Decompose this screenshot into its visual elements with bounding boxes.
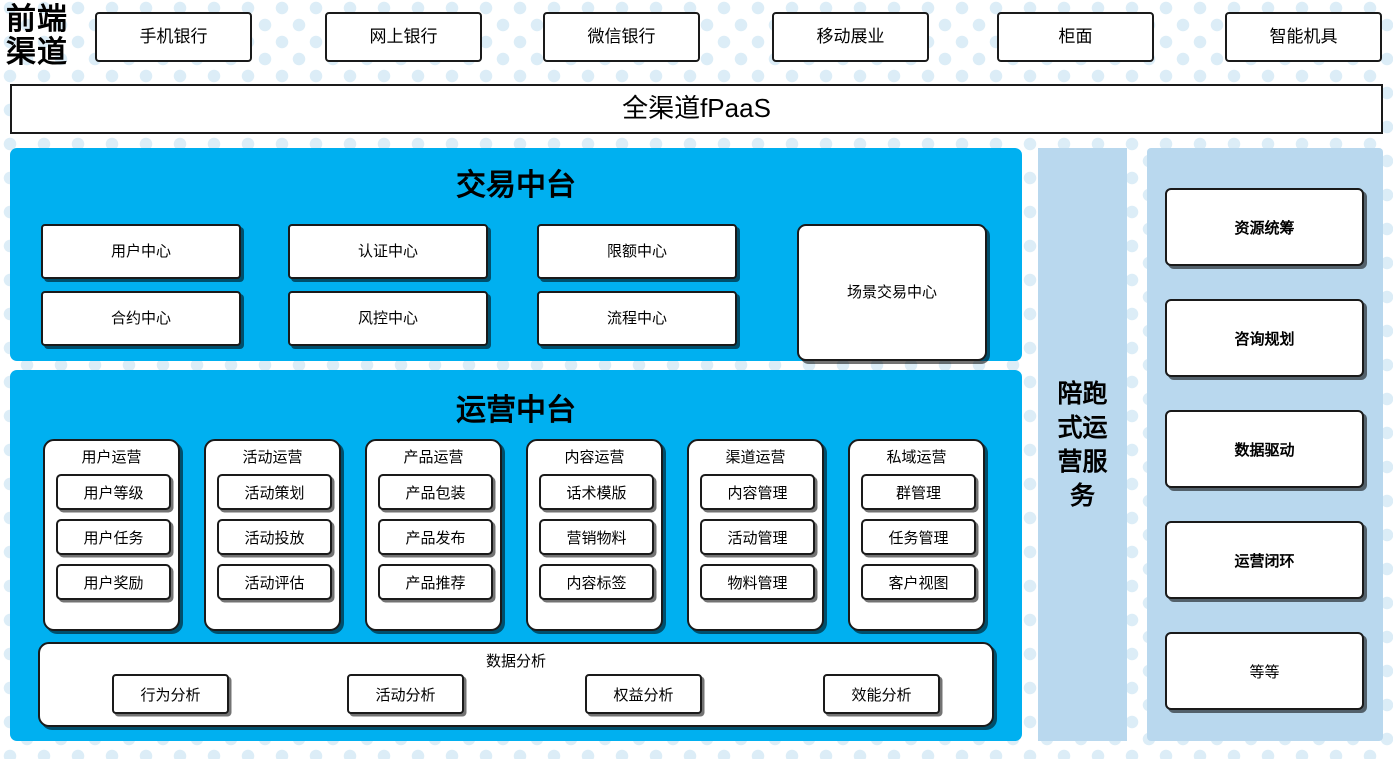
ops-item[interactable]: 话术模版 (539, 474, 654, 510)
ops-item[interactable]: 营销物料 (539, 519, 654, 555)
capability-panel: 资源统筹 咨询规划 数据驱动 运营闭环 等等 (1147, 148, 1383, 741)
channel-box-mobile-bank[interactable]: 手机银行 (95, 12, 252, 62)
trade-cell-process-center[interactable]: 流程中心 (537, 291, 737, 346)
ops-group-title: 活动运营 (242, 449, 303, 466)
service-column-label: 陪跑 式运 营服 务 (1057, 379, 1108, 510)
trade-cell-auth-center[interactable]: 认证中心 (288, 224, 488, 279)
channel-box-wechat-bank[interactable]: 微信银行 (543, 12, 700, 62)
ops-item[interactable]: 内容管理 (700, 474, 815, 510)
fpaas-banner: 全渠道fPaaS (10, 84, 1383, 134)
data-analysis-group: 数据分析 行为分析 活动分析 权益分析 效能分析 (38, 642, 994, 727)
ops-group-title: 用户运营 (81, 449, 142, 466)
capability-card-etc[interactable]: 等等 (1165, 632, 1364, 710)
ops-group-private-domain-operations: 私域运营 群管理 任务管理 客户视图 (848, 439, 985, 631)
trade-cell-scene-transaction-center[interactable]: 场景交易中心 (797, 224, 987, 361)
ops-group-user-operations: 用户运营 用户等级 用户任务 用户奖励 (43, 439, 180, 631)
ops-item[interactable]: 群管理 (861, 474, 976, 510)
ops-item[interactable]: 物料管理 (700, 564, 815, 600)
analysis-item-behavior[interactable]: 行为分析 (112, 674, 229, 714)
ops-group-channel-operations: 渠道运营 内容管理 活动管理 物料管理 (687, 439, 824, 631)
ops-group-title: 渠道运营 (725, 449, 786, 466)
trade-center-title: 交易中台 (456, 169, 576, 202)
capability-card-consulting-planning[interactable]: 咨询规划 (1165, 299, 1364, 377)
capability-card-resource-coordination[interactable]: 资源统筹 (1165, 188, 1364, 266)
channel-box-online-bank[interactable]: 网上银行 (325, 12, 482, 62)
ops-group-product-operations: 产品运营 产品包装 产品发布 产品推荐 (365, 439, 502, 631)
channel-box-mobile-biz[interactable]: 移动展业 (772, 12, 929, 62)
ops-item[interactable]: 客户视图 (861, 564, 976, 600)
ops-center-title: 运营中台 (456, 394, 576, 427)
ops-item[interactable]: 活动管理 (700, 519, 815, 555)
analysis-item-efficiency[interactable]: 效能分析 (823, 674, 940, 714)
ops-item[interactable]: 用户任务 (56, 519, 171, 555)
analysis-item-benefit[interactable]: 权益分析 (585, 674, 702, 714)
ops-item[interactable]: 活动评估 (217, 564, 332, 600)
ops-group-title: 产品运营 (403, 449, 464, 466)
analysis-item-campaign[interactable]: 活动分析 (347, 674, 464, 714)
ops-group-content-operations: 内容运营 话术模版 营销物料 内容标签 (526, 439, 663, 631)
ops-item[interactable]: 任务管理 (861, 519, 976, 555)
accompanying-operation-service-column: 陪跑 式运 营服 务 (1038, 148, 1127, 741)
ops-item[interactable]: 产品发布 (378, 519, 493, 555)
ops-item[interactable]: 产品包装 (378, 474, 493, 510)
channel-box-counter[interactable]: 柜面 (997, 12, 1154, 62)
frontend-channel-label: 前端 渠道 (6, 3, 68, 69)
trade-cell-risk-center[interactable]: 风控中心 (288, 291, 488, 346)
trade-cell-contract-center[interactable]: 合约中心 (41, 291, 241, 346)
ops-item[interactable]: 用户等级 (56, 474, 171, 510)
ops-item[interactable]: 产品推荐 (378, 564, 493, 600)
ops-item[interactable]: 活动投放 (217, 519, 332, 555)
ops-item[interactable]: 活动策划 (217, 474, 332, 510)
trade-cell-limit-center[interactable]: 限额中心 (537, 224, 737, 279)
ops-group-title: 内容运营 (564, 449, 625, 466)
channel-box-smart-machine[interactable]: 智能机具 (1225, 12, 1382, 62)
capability-card-operation-closed-loop[interactable]: 运营闭环 (1165, 521, 1364, 599)
ops-item[interactable]: 用户奖励 (56, 564, 171, 600)
capability-card-data-driven[interactable]: 数据驱动 (1165, 410, 1364, 488)
trade-cell-user-center[interactable]: 用户中心 (41, 224, 241, 279)
ops-group-campaign-operations: 活动运营 活动策划 活动投放 活动评估 (204, 439, 341, 631)
data-analysis-title: 数据分析 (485, 653, 546, 670)
ops-group-title: 私域运营 (886, 449, 947, 466)
ops-item[interactable]: 内容标签 (539, 564, 654, 600)
